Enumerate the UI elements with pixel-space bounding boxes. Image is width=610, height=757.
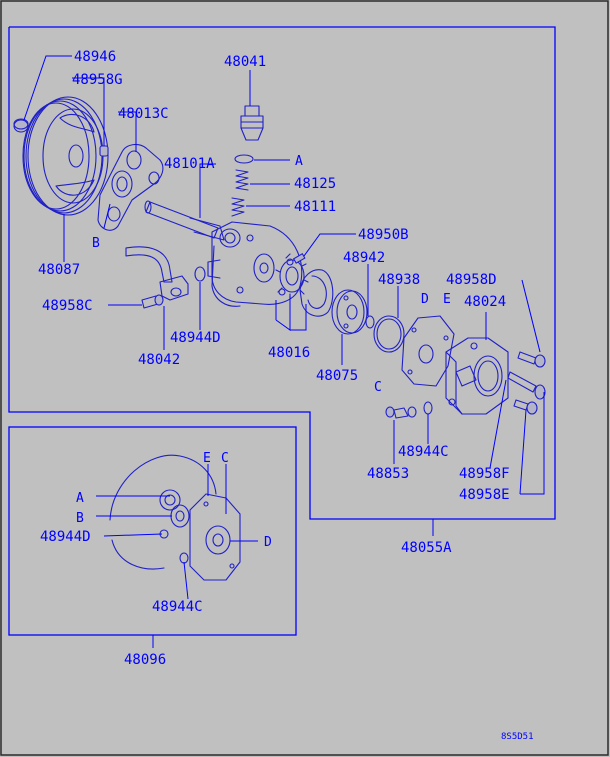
pump-cover	[445, 337, 509, 415]
label-48024: 48024	[464, 294, 506, 310]
bolt-48958C	[141, 294, 164, 309]
label-48944C: 48944C	[398, 444, 449, 460]
label-48944D: 48944D	[170, 330, 221, 346]
valve-o-ring	[234, 154, 254, 164]
label-48013C: 48013C	[118, 106, 169, 122]
label-48853: 48853	[367, 466, 409, 482]
cam-ring	[299, 269, 334, 317]
letter-B-inset: B	[76, 511, 84, 526]
leader-lines	[23, 55, 545, 600]
label-48055A: 48055A	[401, 540, 452, 556]
main-assembly-frame	[8, 26, 556, 520]
inset-label-48944D: 48944D	[40, 529, 91, 545]
letter-B-main: B	[92, 236, 100, 251]
drawing-code: 8S5D51	[501, 732, 534, 742]
o-ring-48938	[373, 315, 405, 353]
collar	[111, 170, 133, 198]
label-48075: 48075	[316, 368, 358, 384]
label-48958C: 48958C	[42, 298, 93, 314]
o-ring-48944D	[194, 266, 206, 282]
letter-D-main: D	[421, 292, 429, 307]
label-48958E: 48958E	[459, 487, 510, 503]
valve-spring-upper	[235, 169, 249, 191]
label-48125: 48125	[294, 176, 336, 192]
label-48950B: 48950B	[358, 227, 409, 243]
inset-label-48944C: 48944C	[152, 599, 203, 615]
pin-48950B	[292, 253, 306, 264]
label-48087: 48087	[38, 262, 80, 278]
side-plate	[331, 289, 368, 335]
label-48946: 48946	[74, 49, 116, 65]
label-48101A: 48101A	[164, 156, 215, 172]
o-ring-48942	[365, 315, 375, 329]
bolt-48958E	[513, 399, 538, 415]
letter-C-inset: C	[221, 451, 229, 466]
label-48938: 48938	[378, 272, 420, 288]
pulley-nut	[13, 118, 29, 133]
letter-C-main: C	[374, 380, 382, 395]
bolt-48958D	[517, 351, 546, 368]
label-48958F: 48958F	[459, 466, 510, 482]
gasket	[401, 315, 455, 387]
letter-D-inset: D	[264, 535, 272, 550]
label-48042: 48042	[138, 352, 180, 368]
letter-A-main: A	[295, 154, 303, 169]
flow-control-valve	[240, 105, 264, 141]
rotor-vanes	[275, 253, 309, 299]
suction-connector	[125, 246, 189, 301]
letter-E-inset: E	[203, 451, 211, 466]
inset-pump-assembly	[109, 454, 241, 581]
label-48958G: 48958G	[72, 72, 123, 88]
o-ring-48944C	[423, 401, 433, 415]
pressure-switch	[385, 406, 417, 419]
label-48942: 48942	[343, 250, 385, 266]
letter-A-inset: A	[76, 491, 84, 506]
label-48041: 48041	[224, 54, 266, 70]
woodruff-key	[99, 145, 109, 157]
label-48016: 48016	[268, 345, 310, 361]
letter-E-main: E	[443, 292, 451, 307]
bolt-48958F	[507, 371, 546, 400]
pulley	[22, 96, 109, 216]
label-48111: 48111	[294, 199, 336, 215]
valve-spring-lower	[231, 197, 245, 217]
label-48096: 48096	[124, 652, 166, 668]
label-48958D: 48958D	[446, 272, 497, 288]
